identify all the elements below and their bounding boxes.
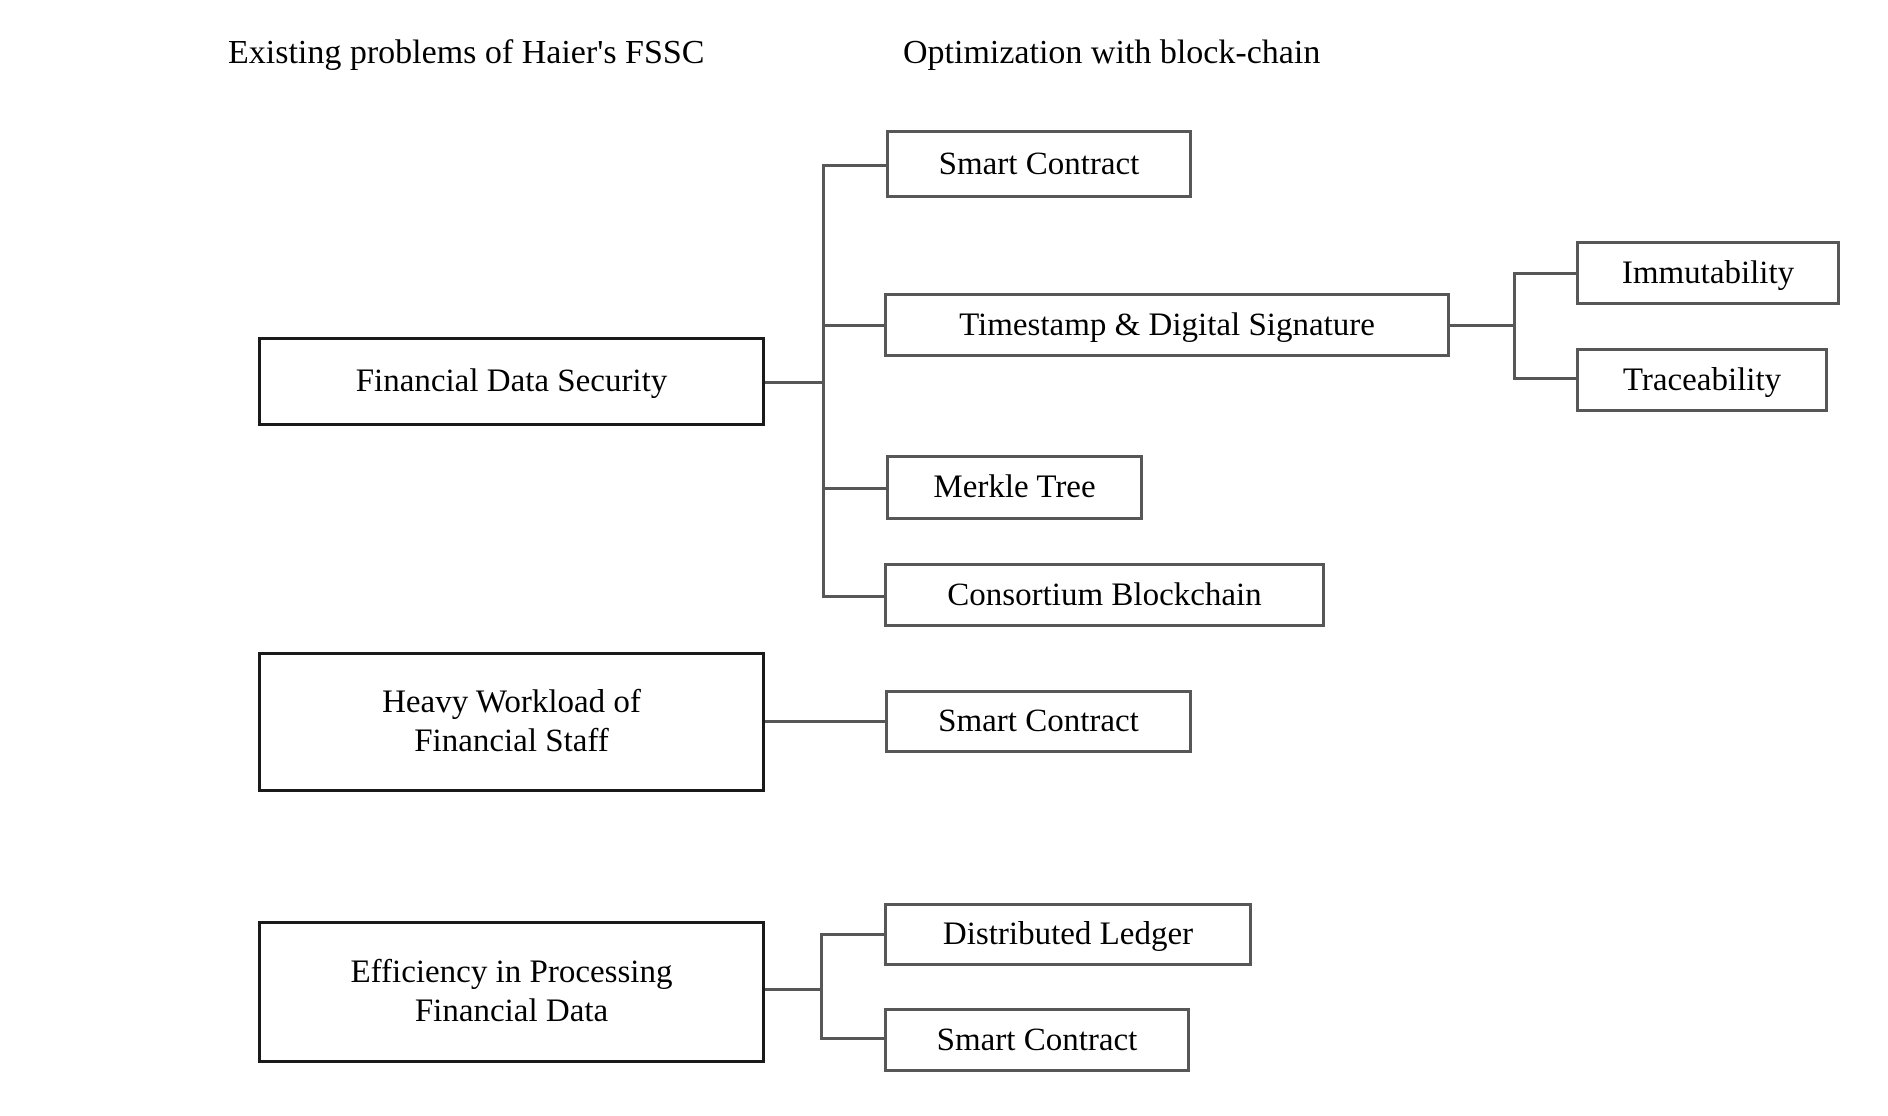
connector-eff-branch-1	[820, 933, 884, 936]
problem-label-efficiency-processing-financial-data: Efficiency in Processing Financial Data	[350, 954, 673, 1029]
solution-node-merkle-tree[interactable]: Merkle Tree	[886, 455, 1143, 520]
solution-label-timestamp-digital-signature: Timestamp & Digital Signature	[959, 306, 1375, 343]
benefit-node-traceability[interactable]: Traceability	[1576, 348, 1828, 412]
benefit-label-traceability: Traceability	[1622, 361, 1782, 398]
column-header-optimization: Optimization with block-chain	[903, 34, 1321, 71]
connector-eff-trunk	[765, 988, 823, 991]
solution-node-timestamp-digital-signature[interactable]: Timestamp & Digital Signature	[884, 293, 1450, 357]
connector-timestamp-trunk	[1450, 324, 1516, 327]
column-header-existing-problems: Existing problems of Haier's FSSC	[228, 34, 705, 71]
solution-label-smart-contract-1: Smart Contract	[938, 145, 1140, 182]
connector-timestamp-branch-immutability	[1513, 272, 1579, 275]
benefit-label-immutability: Immutability	[1621, 254, 1795, 291]
solution-label-consortium-blockchain: Consortium Blockchain	[947, 576, 1262, 613]
connector-fds-spine	[822, 164, 825, 598]
problem-label-financial-data-security: Financial Data Security	[355, 363, 668, 400]
solution-node-consortium-blockchain[interactable]: Consortium Blockchain	[884, 563, 1325, 627]
connector-fds-branch-2	[822, 324, 884, 327]
connector-fds-trunk	[765, 381, 825, 384]
connector-eff-spine	[820, 933, 823, 1040]
solution-label-smart-contract-3: Smart Contract	[936, 1021, 1138, 1058]
connector-eff-branch-2	[820, 1037, 884, 1040]
problem-node-efficiency-processing-financial-data[interactable]: Efficiency in Processing Financial Data	[258, 921, 765, 1063]
benefit-node-immutability[interactable]: Immutability	[1576, 241, 1840, 305]
solution-label-distributed-ledger: Distributed Ledger	[942, 916, 1194, 953]
solution-label-merkle-tree: Merkle Tree	[933, 469, 1096, 506]
solution-node-smart-contract-3[interactable]: Smart Contract	[884, 1008, 1190, 1072]
problem-node-financial-data-security[interactable]: Financial Data Security	[258, 337, 765, 426]
solution-node-smart-contract-2[interactable]: Smart Contract	[885, 690, 1192, 753]
connector-hw-trunk	[765, 720, 885, 723]
solution-label-smart-contract-2: Smart Contract	[938, 703, 1139, 740]
problem-label-heavy-workload-financial-staff: Heavy Workload of Financial Staff	[382, 684, 641, 759]
connector-fds-branch-1	[822, 164, 886, 167]
solution-node-smart-contract-1[interactable]: Smart Contract	[886, 130, 1192, 198]
solution-node-distributed-ledger[interactable]: Distributed Ledger	[884, 903, 1252, 966]
connector-timestamp-branch-traceability	[1513, 377, 1579, 380]
connector-fds-branch-3	[822, 487, 886, 490]
problem-node-heavy-workload-financial-staff[interactable]: Heavy Workload of Financial Staff	[258, 652, 765, 792]
connector-fds-branch-4	[822, 595, 884, 598]
connector-timestamp-spine	[1513, 272, 1516, 380]
